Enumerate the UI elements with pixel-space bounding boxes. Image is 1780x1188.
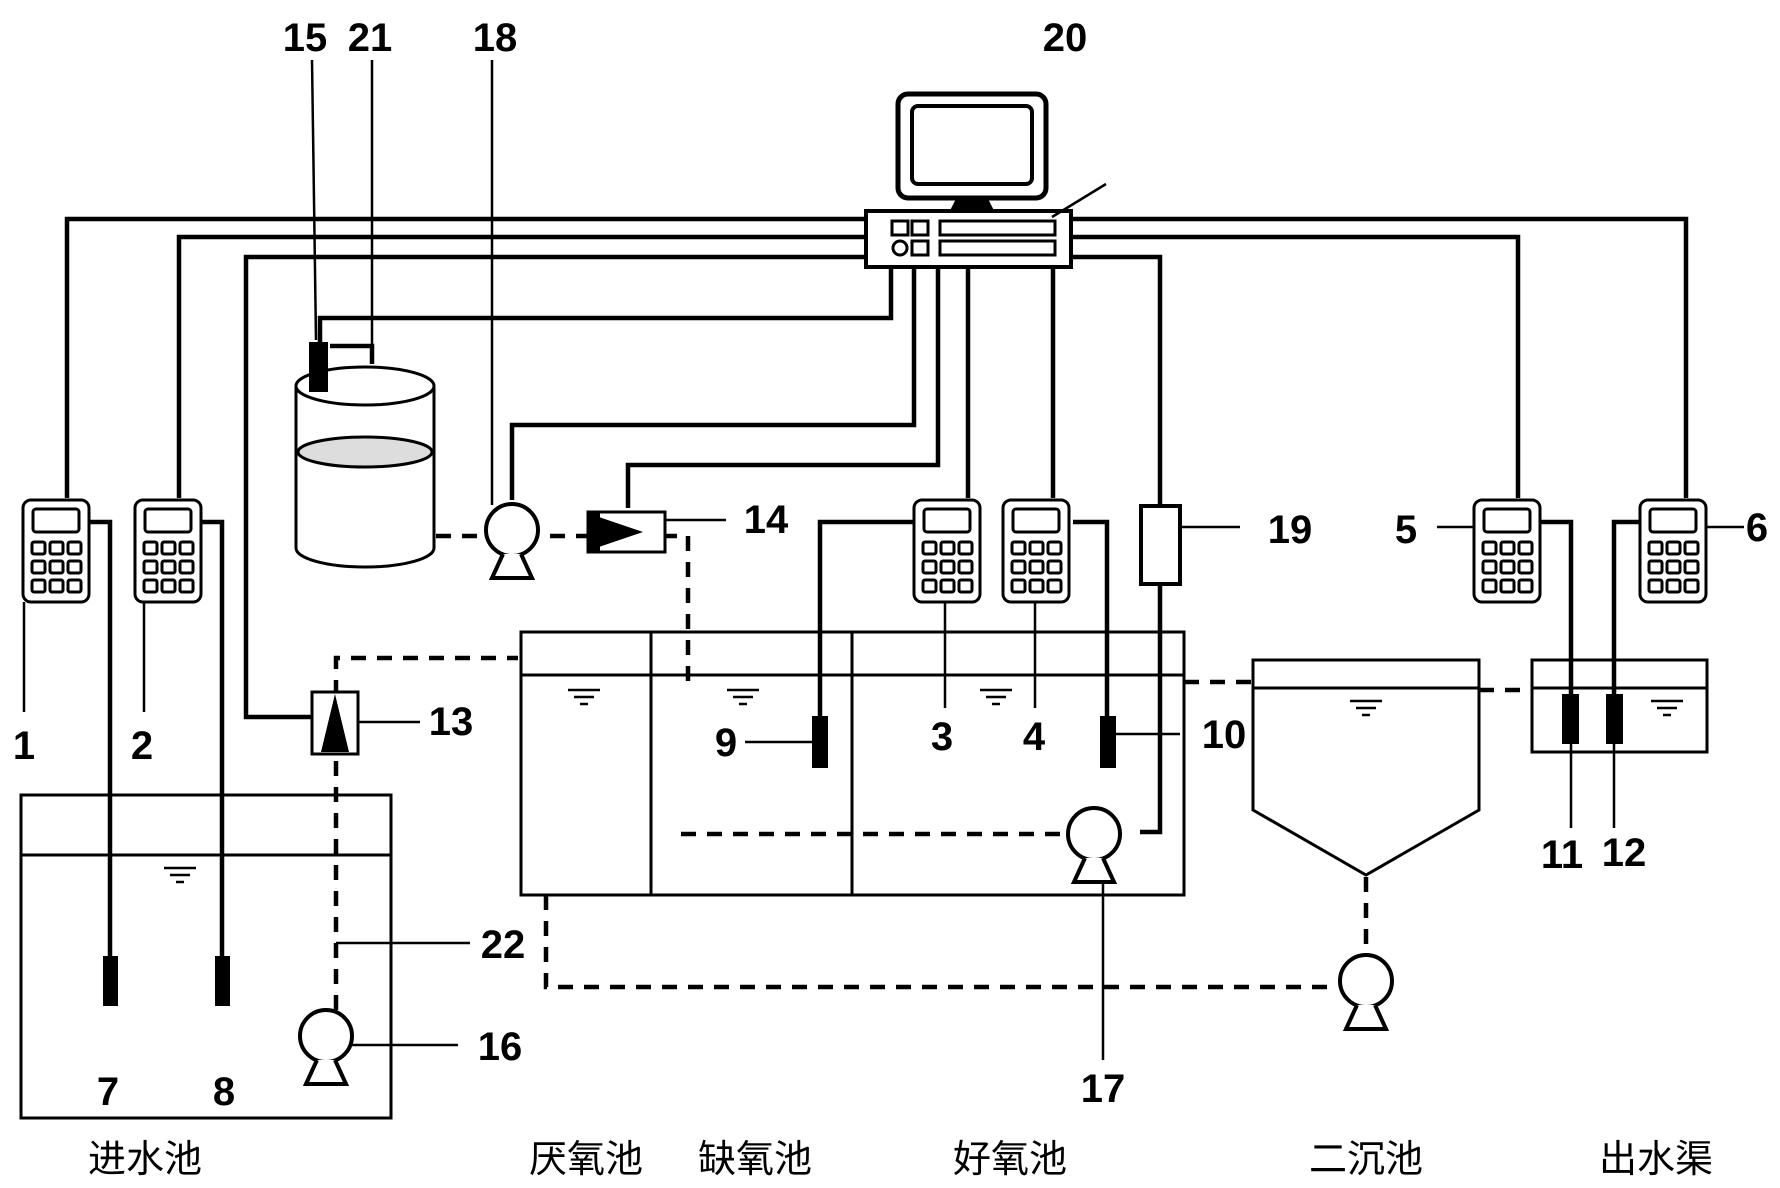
label-17: 17 <box>1081 1067 1126 1111</box>
probe-9 <box>812 716 828 768</box>
label-16: 16 <box>478 1025 523 1069</box>
valve-14 <box>586 510 667 554</box>
label-15: 15 <box>283 16 328 60</box>
dosing-tank <box>294 365 436 569</box>
sludge-return-pump-icon <box>1338 953 1394 1031</box>
meter-3-icon <box>912 498 982 604</box>
label-12: 12 <box>1602 831 1647 875</box>
label-22: 22 <box>481 923 526 967</box>
label-3: 3 <box>931 715 953 759</box>
label-6: 6 <box>1746 506 1768 550</box>
label-2: 2 <box>131 724 153 768</box>
pump-18-icon <box>484 502 540 580</box>
device-19 <box>1139 504 1182 586</box>
caption-secondary-clarifier: 二沉池 <box>1309 1137 1423 1181</box>
secondary-clarifier <box>1251 658 1481 877</box>
pump-17-icon <box>1066 806 1122 884</box>
meter-2-icon <box>133 498 203 604</box>
probe-10 <box>1100 716 1116 768</box>
probe-15 <box>309 342 328 392</box>
pump-16-icon <box>298 1008 354 1086</box>
label-18: 18 <box>473 16 518 60</box>
label-13: 13 <box>429 700 474 744</box>
inlet-tank <box>19 793 393 1120</box>
meter-6-icon <box>1638 498 1708 604</box>
label-1: 1 <box>13 724 35 768</box>
label-20: 20 <box>1043 16 1088 60</box>
probe-7 <box>103 956 118 1006</box>
label-9: 9 <box>715 721 737 765</box>
flow-lines <box>333 533 1532 1010</box>
label-7: 7 <box>97 1070 119 1114</box>
label-14: 14 <box>744 498 789 542</box>
valve-13 <box>310 690 360 756</box>
caption-effluent-channel: 出水渠 <box>1599 1137 1713 1181</box>
caption-anoxic: 缺氧池 <box>698 1137 812 1181</box>
label-8: 8 <box>213 1070 235 1114</box>
meter-1-icon <box>21 498 91 604</box>
label-10: 10 <box>1202 713 1247 757</box>
label-5: 5 <box>1395 508 1417 552</box>
label-21: 21 <box>348 16 393 60</box>
caption-aerobic: 好氧池 <box>953 1137 1067 1181</box>
bioreactor <box>519 630 1186 897</box>
controller-unit <box>864 209 1073 269</box>
label-11: 11 <box>1541 833 1583 877</box>
meter-4-icon <box>1001 498 1071 604</box>
probe-11 <box>1562 694 1579 744</box>
caption-anaerobic: 厌氧池 <box>529 1137 643 1181</box>
probe-12 <box>1606 694 1623 744</box>
label-4: 4 <box>1023 715 1046 759</box>
leader-lines <box>22 59 1744 1060</box>
control-wires <box>64 216 1689 1003</box>
label-19: 19 <box>1268 508 1313 552</box>
probe-8 <box>215 956 230 1006</box>
caption-inlet-tank: 进水池 <box>88 1137 202 1181</box>
computer-monitor-icon <box>895 91 1049 212</box>
effluent-channel <box>1530 658 1709 754</box>
meter-5-icon <box>1472 498 1542 604</box>
